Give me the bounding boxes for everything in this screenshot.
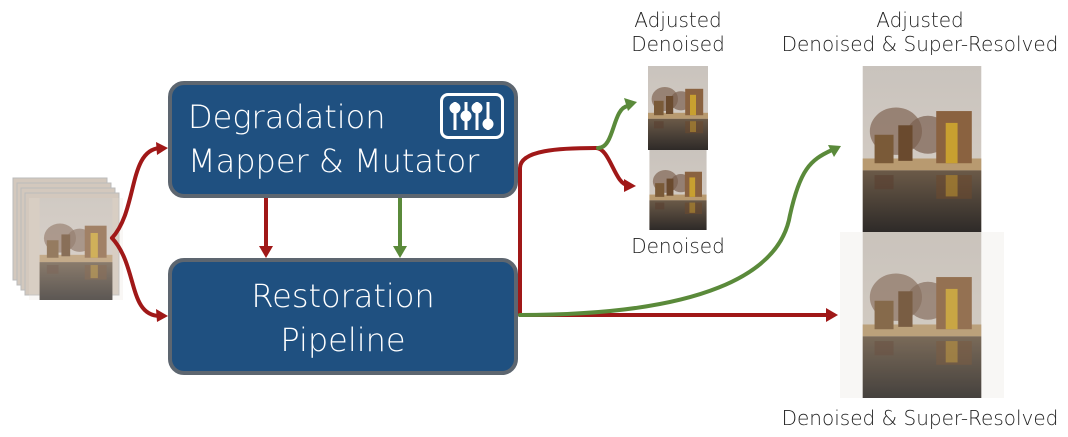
caption-denoised: Denoised <box>631 234 725 258</box>
input-image-stack <box>12 177 123 300</box>
sr-photo <box>840 232 1004 398</box>
restoration-title-line2: Pipeline <box>280 321 406 359</box>
arrow-input-to-degradation <box>110 146 162 240</box>
arrow-input-to-restoration <box>110 236 162 318</box>
restoration-title-line1: Restoration <box>251 277 435 315</box>
degradation-mapper-box: Degradation Mapper & Mutator <box>168 81 518 198</box>
caption-sr: Denoised & Super-Resolved <box>781 406 1059 430</box>
degradation-title-line2: Mapper & Mutator <box>188 142 480 180</box>
adjusted-denoised-photo <box>648 66 708 150</box>
denoised-photo <box>649 150 707 230</box>
restoration-pipeline-box: Restoration Pipeline <box>168 258 518 375</box>
arrow-to-adjusted-sr <box>518 148 834 317</box>
arrow-to-adjusted-denoised <box>596 104 630 150</box>
caption-adjusted-denoised: Adjusted Denoised <box>631 8 725 56</box>
arrow-restoration-to-denoised <box>518 145 630 317</box>
adjusted-sr-photo <box>862 66 982 232</box>
sliders-icon <box>440 93 504 139</box>
caption-adjusted-sr: Adjusted Denoised & Super-Resolved <box>781 8 1059 56</box>
degradation-title-line1: Degradation <box>188 98 386 136</box>
